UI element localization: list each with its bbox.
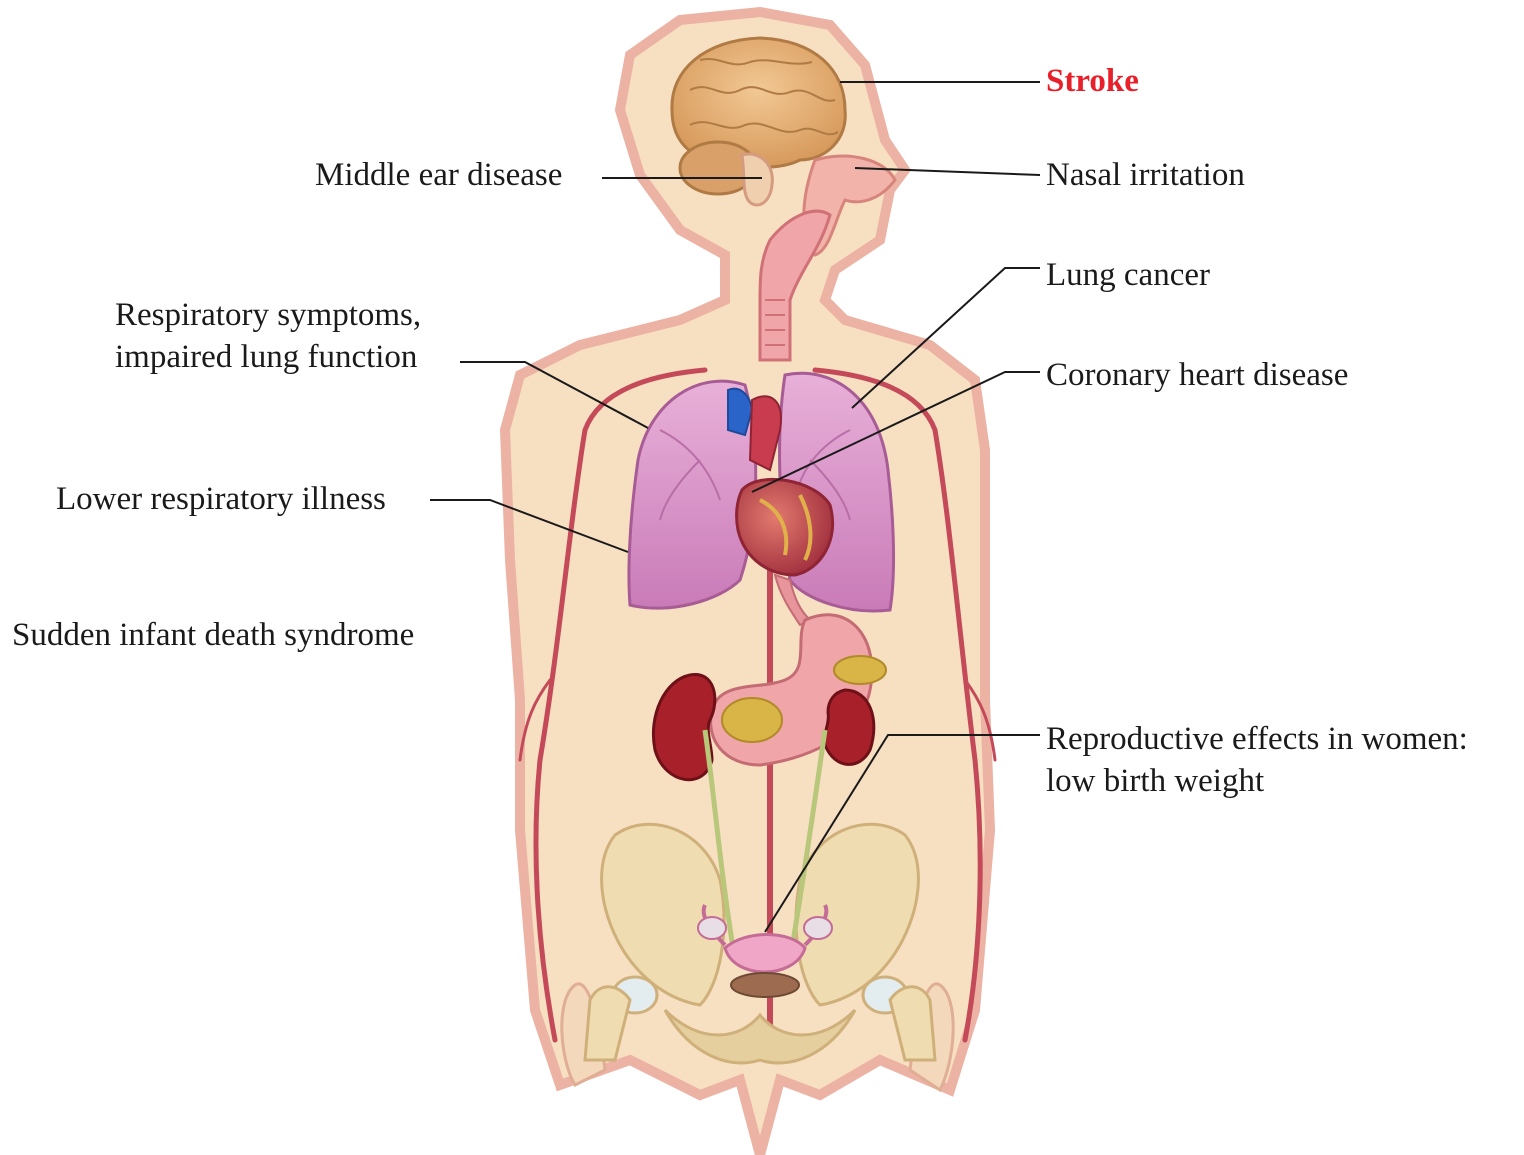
- label-nasal-irritation: Nasal irritation: [1046, 154, 1245, 196]
- label-stroke: Stroke: [1046, 60, 1139, 102]
- label-respiratory-line1: Respiratory symptoms,: [115, 294, 421, 336]
- label-lower-respiratory-illness: Lower respiratory illness: [56, 478, 386, 520]
- label-sids: Sudden infant death syndrome: [12, 614, 414, 656]
- label-lung-cancer: Lung cancer: [1046, 254, 1210, 296]
- label-respiratory-line2: impaired lung function: [115, 336, 417, 378]
- ear: [742, 154, 772, 205]
- label-coronary-heart-disease: Coronary heart disease: [1046, 354, 1348, 396]
- label-reproductive-line2: low birth weight: [1046, 760, 1264, 802]
- label-middle-ear-disease: Middle ear disease: [315, 154, 562, 196]
- label-reproductive-line1: Reproductive effects in women:: [1046, 718, 1468, 760]
